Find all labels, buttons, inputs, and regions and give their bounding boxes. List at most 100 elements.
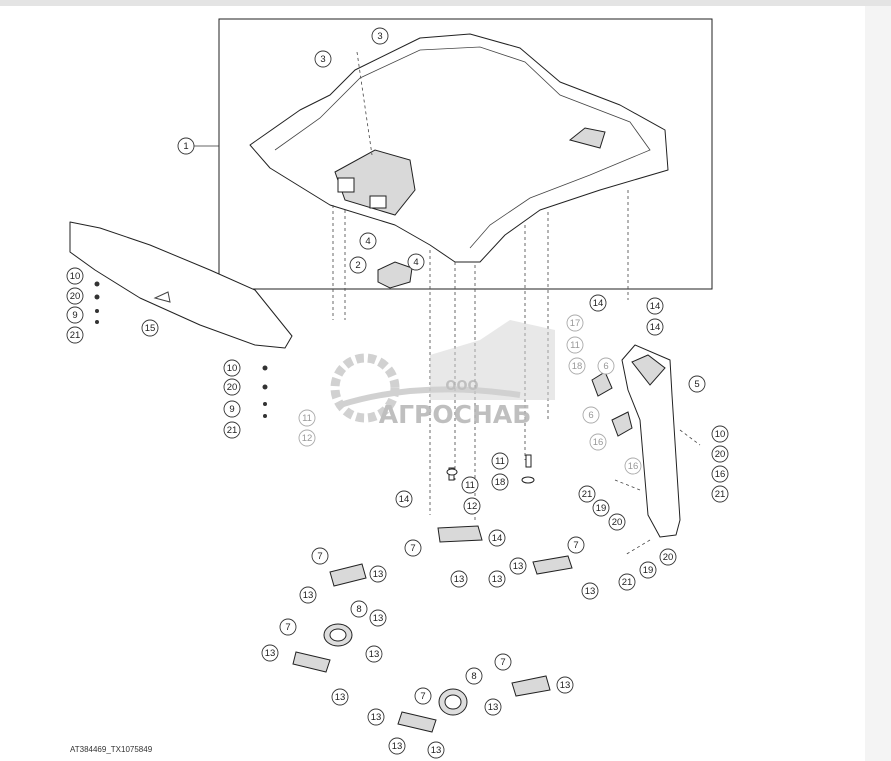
callout-13: 13 xyxy=(369,565,387,583)
pillar-trim xyxy=(621,344,681,538)
callout-label: 13 xyxy=(454,574,465,585)
callout-11: 11 xyxy=(461,476,479,494)
callout-13: 13 xyxy=(331,688,349,706)
callout-20: 20 xyxy=(659,548,677,566)
callout-label: 6 xyxy=(588,410,593,421)
callout-10: 10 xyxy=(66,267,84,285)
callout-13: 13 xyxy=(388,737,406,755)
callout-label: 12 xyxy=(467,501,478,512)
callout-label: 20 xyxy=(70,291,81,302)
callout-13: 13 xyxy=(427,741,445,759)
bracket-lower xyxy=(611,411,633,437)
callout-21: 21 xyxy=(223,421,241,439)
figure-id: AT384469_TX1075849 xyxy=(70,745,153,754)
callout-7: 7 xyxy=(567,536,585,554)
callout-1: 1 xyxy=(177,137,195,155)
callout-label: 10 xyxy=(227,363,238,374)
callout-label: 13 xyxy=(431,745,442,756)
callout-label: 3 xyxy=(377,31,382,42)
callout-label: 20 xyxy=(227,382,238,393)
callout-13: 13 xyxy=(261,644,279,662)
callout-3: 3 xyxy=(314,50,332,68)
callout-20: 20 xyxy=(711,445,729,463)
callout-label: 7 xyxy=(420,691,425,702)
callout-8: 8 xyxy=(350,600,368,618)
headliner-panel xyxy=(249,33,669,263)
headliner-vent-right xyxy=(369,195,387,209)
callout-label: 11 xyxy=(495,456,505,467)
callout-11: 11 xyxy=(566,336,584,354)
callout-label: 16 xyxy=(593,437,604,448)
speaker-rings xyxy=(323,623,468,716)
callout-16: 16 xyxy=(711,465,729,483)
callout-label: 3 xyxy=(320,54,325,65)
front-trim-strip xyxy=(69,221,293,349)
callout-label: 7 xyxy=(285,622,290,633)
callout-label: 8 xyxy=(471,671,476,682)
callout-label: 13 xyxy=(585,586,596,597)
dome-light xyxy=(377,261,413,289)
callout-label: 14 xyxy=(593,298,604,309)
callout-14: 14 xyxy=(646,297,664,315)
callout-label: 14 xyxy=(399,494,410,505)
callout-7: 7 xyxy=(494,653,512,671)
callout-label: 21 xyxy=(715,489,726,500)
callout-label: 6 xyxy=(603,361,608,372)
callout-13: 13 xyxy=(556,676,574,694)
callout-label: 13 xyxy=(369,649,380,660)
callout-13: 13 xyxy=(450,570,468,588)
callout-label: 20 xyxy=(612,517,623,528)
callout-label: 21 xyxy=(70,330,81,341)
callout-label: 19 xyxy=(643,565,654,576)
callout-13: 13 xyxy=(581,582,599,600)
callout-16: 16 xyxy=(589,433,607,451)
callout-label: 11 xyxy=(302,413,312,424)
callout-11: 11 xyxy=(491,452,509,470)
callout-13: 13 xyxy=(367,708,385,726)
callout-3: 3 xyxy=(371,27,389,45)
callout-label: 14 xyxy=(650,301,661,312)
callout-label: 1 xyxy=(183,141,188,152)
callout-13: 13 xyxy=(299,586,317,604)
top-bar xyxy=(0,0,891,6)
callout-13: 13 xyxy=(369,609,387,627)
headliner-frame xyxy=(218,18,713,290)
callout-label: 16 xyxy=(715,469,726,480)
callout-label: 13 xyxy=(513,561,524,572)
callout-label: 13 xyxy=(373,613,384,624)
callout-label: 10 xyxy=(715,429,726,440)
callout-16: 16 xyxy=(624,457,642,475)
callout-label: 10 xyxy=(70,271,81,282)
callout-10: 10 xyxy=(711,425,729,443)
callout-8: 8 xyxy=(465,667,483,685)
callout-label: 18 xyxy=(572,361,583,372)
callout-9: 9 xyxy=(66,306,84,324)
callout-14: 14 xyxy=(395,490,413,508)
callout-label: 13 xyxy=(392,741,403,752)
fastener-stack-left xyxy=(94,281,268,418)
callout-label: 21 xyxy=(227,425,238,436)
callout-label: 4 xyxy=(413,257,418,268)
callout-6: 6 xyxy=(597,357,615,375)
callout-6: 6 xyxy=(582,406,600,424)
headliner-inner-line xyxy=(274,46,651,249)
callout-18: 18 xyxy=(491,473,509,491)
callout-label: 13 xyxy=(371,712,382,723)
callout-label: 7 xyxy=(317,551,322,562)
callout-2: 2 xyxy=(349,256,367,274)
callout-7: 7 xyxy=(279,618,297,636)
callout-9: 9 xyxy=(223,400,241,418)
grab-handles xyxy=(292,525,573,733)
callout-label: 11 xyxy=(570,340,580,351)
callout-21: 21 xyxy=(711,485,729,503)
callout-label: 13 xyxy=(265,648,276,659)
headliner-vent-left xyxy=(337,177,355,193)
callout-5: 5 xyxy=(688,375,706,393)
headliner-rear-dome xyxy=(568,127,606,149)
callout-14: 14 xyxy=(646,318,664,336)
callout-19: 19 xyxy=(639,561,657,579)
watermark-logo: ООО АГРОСНАБ xyxy=(330,320,555,429)
callout-18: 18 xyxy=(568,357,586,375)
